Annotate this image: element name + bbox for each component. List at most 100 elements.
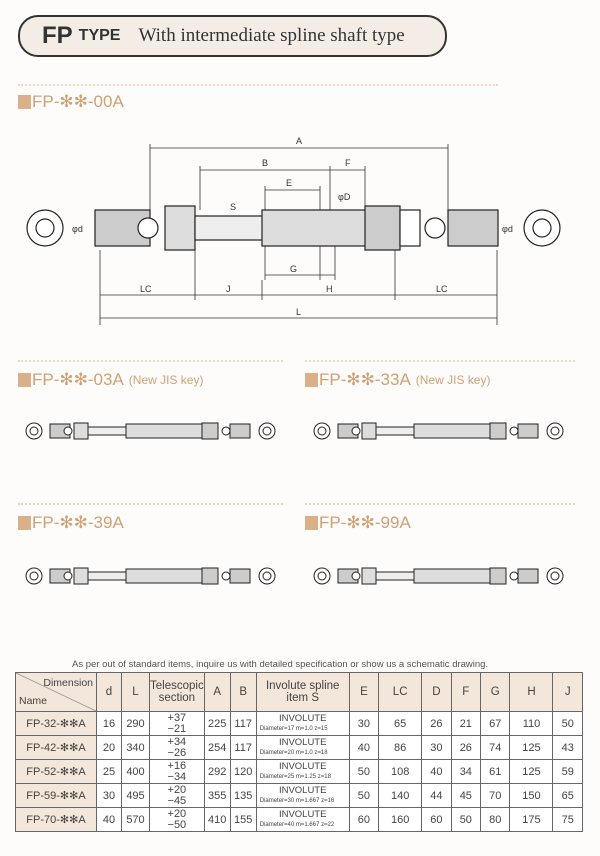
- dim-J: J: [226, 284, 231, 294]
- section-label: FP-✻✻-39A: [32, 513, 124, 532]
- dim-H: H: [326, 284, 333, 294]
- cell-D: 40: [421, 759, 452, 784]
- cell-F: 45: [450, 783, 482, 808]
- shaft-diagram-33a: [313, 422, 564, 440]
- cell-G: 70: [480, 783, 511, 808]
- tel-plus: +34: [167, 735, 187, 748]
- cell-telescopic: +20−45: [149, 783, 205, 808]
- cell-E: 50: [348, 759, 380, 784]
- cell-d: 40: [96, 807, 122, 832]
- dim-phid-left: φd: [72, 224, 83, 234]
- cell-d: 25: [96, 759, 122, 784]
- standard-items-note: As per out of standard items, inquire us…: [72, 659, 489, 670]
- divider: [305, 360, 575, 362]
- shaft-diagram-99a: [313, 567, 564, 585]
- shaft-diagram-03a: [25, 422, 276, 440]
- title-subtitle: With intermediate spline shaft type: [138, 25, 405, 46]
- tel-minus: −26: [167, 746, 187, 759]
- bullet-square-icon: [305, 373, 318, 387]
- section-33a-heading: FP-✻✻-33A (New JIS key): [305, 370, 490, 390]
- section-99a-heading: FP-✻✻-99A: [305, 513, 411, 533]
- header-F: F: [450, 672, 482, 712]
- tel-minus: −34: [167, 770, 187, 783]
- dim-S: S: [230, 202, 236, 212]
- cell-E: 60: [348, 807, 380, 832]
- header-name-dimension: Dimension Name: [15, 672, 97, 712]
- title-type: TYPE: [78, 27, 121, 44]
- title-fp: FP: [42, 22, 73, 49]
- cell-E: 50: [348, 783, 380, 808]
- header-G: G: [480, 672, 511, 712]
- cell-J: 43: [552, 735, 583, 760]
- cell-A: 355: [203, 783, 231, 808]
- cell-G: 74: [480, 735, 511, 760]
- cell-J: 65: [552, 783, 583, 808]
- cell-B: 117: [229, 735, 257, 760]
- section-label: FP-✻✻-03A: [32, 370, 124, 389]
- involute-label: INVOLUTE: [278, 712, 327, 724]
- header-name: Name: [19, 695, 48, 707]
- cell-A: 254: [203, 735, 231, 760]
- involute-detail: Diameter=25 m=1.25 z=18: [259, 773, 331, 780]
- divider: [305, 503, 575, 505]
- section-label: FP-✻✻-00A: [32, 92, 124, 111]
- involute-label: INVOLUTE: [278, 736, 327, 748]
- header-B: B: [229, 672, 257, 712]
- header-dimension: Dimension: [43, 677, 93, 689]
- header-L: L: [121, 672, 150, 712]
- dim-phiD: φD: [338, 192, 351, 202]
- divider: [18, 84, 498, 86]
- cell-H: 110: [509, 711, 554, 736]
- cell-A: 292: [203, 759, 231, 784]
- bullet-square-icon: [305, 516, 318, 530]
- cell-B: 155: [229, 807, 257, 832]
- shaft-diagram-39a: [25, 567, 276, 585]
- cell-H: 150: [509, 783, 554, 808]
- cell-H: 125: [509, 759, 554, 784]
- involute-detail: Diameter=40 m=1.667 z=22: [259, 821, 335, 828]
- cell-L: 495: [121, 783, 150, 808]
- section-note: (New JIS key): [128, 373, 204, 387]
- cell-name: FP-59-✻✻A: [15, 783, 97, 808]
- cell-name: FP-52-✻✻A: [15, 759, 97, 784]
- involute-label: INVOLUTE: [278, 784, 327, 796]
- section-note: (New JIS key): [415, 373, 491, 387]
- involute-detail: Diameter=17 m=1.0 z=15: [259, 725, 328, 732]
- cell-H: 175: [509, 807, 554, 832]
- dim-phid-right: φd: [502, 224, 513, 234]
- cell-d: 16: [96, 711, 122, 736]
- cell-B: 135: [229, 783, 257, 808]
- tel-plus: +37: [167, 711, 187, 724]
- cell-telescopic: +16−34: [149, 759, 205, 784]
- cell-J: 75: [552, 807, 583, 832]
- divider: [18, 503, 283, 505]
- section-label: FP-✻✻-99A: [319, 513, 411, 532]
- dim-L: L: [296, 307, 301, 317]
- header-d: d: [96, 672, 122, 712]
- cell-D: 26: [421, 711, 452, 736]
- header-D: D: [421, 672, 452, 712]
- dim-F: F: [345, 158, 351, 168]
- cell-LC: 86: [378, 735, 423, 760]
- tel-plus: +20: [167, 783, 187, 796]
- header-H: H: [509, 672, 554, 712]
- title-banner: FP TYPE With intermediate spline shaft t…: [18, 15, 447, 57]
- cell-B: 120: [229, 759, 257, 784]
- section-label: FP-✻✻-33A: [319, 370, 411, 389]
- cell-H: 125: [509, 735, 554, 760]
- cell-L: 400: [121, 759, 150, 784]
- cell-J: 50: [552, 711, 583, 736]
- header-A: A: [203, 672, 231, 712]
- cell-telescopic: +20−50: [149, 807, 205, 832]
- header-J: J: [552, 672, 583, 712]
- dim-LC-right: LC: [436, 284, 448, 294]
- cell-name: FP-42-✻✻A: [15, 735, 97, 760]
